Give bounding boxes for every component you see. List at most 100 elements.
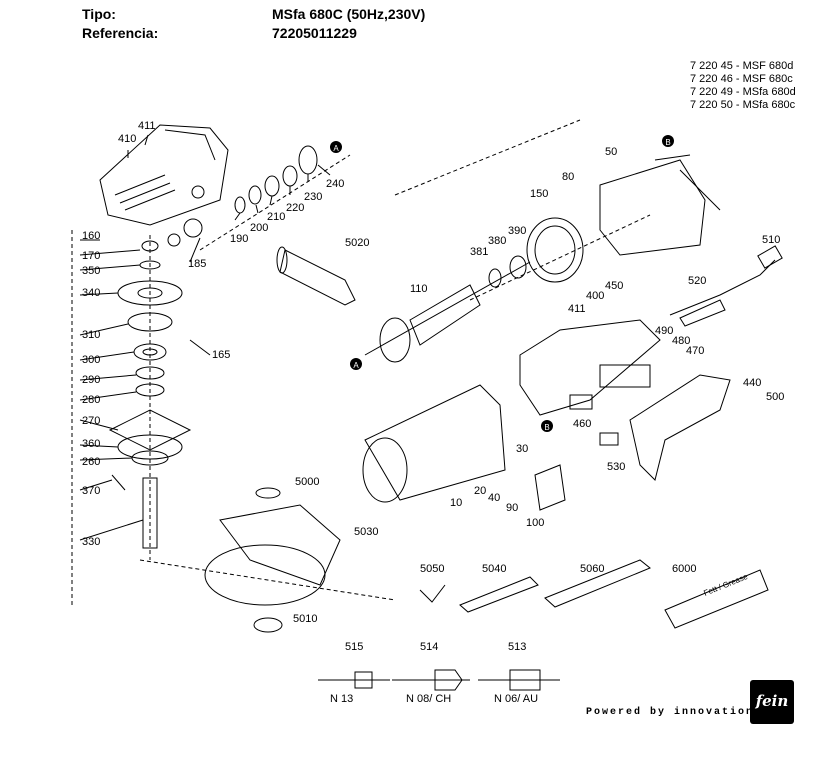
washer-200 (248, 185, 262, 205)
washer-220 (282, 165, 298, 187)
assembly-axis-line (199, 154, 351, 251)
cable-514-drawing (392, 669, 470, 691)
part-label: 390 (508, 225, 526, 237)
cable-514-name: N 08/ CH (406, 693, 451, 705)
part-label: 280 (82, 394, 100, 406)
suppressor (599, 432, 619, 446)
fein-logo: fein (750, 680, 794, 724)
fan-sleeve (526, 217, 584, 283)
model-list: 7 220 45 - MSF 680d 7 220 46 - MSF 680c … (690, 60, 796, 112)
part-label: 470 (686, 345, 704, 357)
part-label: 170 (82, 250, 100, 262)
part-label: 200 (250, 222, 268, 234)
brush-cover (534, 464, 566, 511)
part-label: 5050 (420, 563, 444, 575)
part-label: 6000 (672, 563, 696, 575)
cable-513-name: N 06/ AU (494, 693, 538, 705)
part-label: 110 (410, 283, 428, 295)
model-item: 7 220 45 - MSF 680d (690, 60, 794, 72)
part-label: 520 (688, 275, 706, 287)
part-label: 5000 (295, 476, 319, 488)
bearing-380 (488, 268, 502, 288)
part-label: 5010 (293, 613, 317, 625)
cable-513-number: 513 (508, 641, 526, 653)
pin-spanner (544, 559, 651, 608)
pinion (183, 218, 203, 238)
part-label: 450 (605, 280, 623, 292)
referencia-label: Referencia: (82, 25, 159, 41)
ball-bearing-inner (142, 348, 158, 356)
grease-tube (664, 569, 769, 629)
callout-A-text: A (333, 144, 339, 153)
part-label: 40 (488, 492, 500, 504)
housing-vent (191, 185, 205, 199)
callout-markers: A A B B (330, 135, 674, 432)
power-cable (669, 259, 776, 316)
callout-B-text: B (665, 138, 670, 147)
cable-plug (757, 245, 783, 269)
part-label: 460 (573, 418, 591, 430)
part-label: 350 (82, 265, 100, 277)
part-label: 400 (586, 290, 604, 302)
part-label: 80 (562, 171, 574, 183)
part-label: 10 (450, 497, 462, 509)
grease-label: Fett / Grease (702, 572, 749, 598)
part-label: 530 (607, 461, 625, 473)
part-label: 440 (743, 377, 761, 389)
part-number-labels: 410 411 160 170 350 340 310 300 290 280 … (82, 120, 784, 625)
rear-handle-half (519, 319, 661, 416)
part-label: 220 (286, 202, 304, 214)
assembly-axis-line (139, 235, 396, 601)
model-item: 7 220 50 - MSfa 680c (690, 99, 796, 111)
washer-210 (264, 175, 280, 197)
part-label: 100 (526, 517, 544, 529)
part-label: 20 (474, 485, 486, 497)
cable-514-number: 514 (420, 641, 438, 653)
cable-captions: 515 N 13 514 N 08/ CH 513 N 06/ AU (330, 641, 538, 705)
fan-sleeve-inner (534, 225, 576, 275)
housing-ribs (114, 129, 216, 211)
pinion-nut (167, 233, 181, 247)
open-wrench (459, 576, 539, 613)
cable-513-drawing (478, 669, 560, 691)
part-label: 5020 (345, 237, 369, 249)
assembly-axis-line (394, 119, 581, 196)
callout-B-text: B (544, 423, 549, 432)
part-label: 340 (82, 287, 100, 299)
cable-sleeve (679, 299, 726, 327)
motor-housing (364, 384, 506, 501)
bearing-flange (108, 409, 192, 451)
rear-handle-shell (629, 374, 731, 481)
cable-515-number: 515 (345, 641, 363, 653)
washer-230 (298, 145, 318, 175)
washer-190 (234, 196, 246, 214)
side-handle (279, 249, 356, 306)
armature-shaft (364, 261, 531, 356)
capacitor (569, 394, 593, 410)
part-label: 381 (470, 246, 488, 258)
part-label: 411 (568, 303, 586, 315)
callout-A-marker (350, 358, 362, 370)
part-label: 90 (506, 502, 518, 514)
part-label: 50 (605, 146, 617, 158)
part-label: 240 (326, 178, 344, 190)
commutator (379, 317, 411, 363)
bearing-plate (127, 312, 173, 332)
part-label: 290 (82, 374, 100, 386)
ring-280 (135, 383, 165, 397)
part-label: 330 (82, 536, 100, 548)
tipo-value: MSfa 680C (50Hz,230V) (272, 6, 426, 22)
switch (599, 364, 651, 388)
fein-logo-text: fein (755, 692, 789, 710)
slogan: Powered by innovation (586, 707, 755, 718)
callout-B-marker (662, 135, 674, 147)
model-item: 7 220 46 - MSF 680c (690, 73, 793, 85)
part-label: 410 (118, 133, 136, 145)
part-label: 210 (267, 211, 285, 223)
hex-key (419, 584, 446, 603)
wheel-guard (219, 504, 341, 586)
part-label: 150 (530, 188, 548, 200)
assembly-axis-line (469, 214, 651, 301)
side-handle-end (276, 246, 288, 274)
